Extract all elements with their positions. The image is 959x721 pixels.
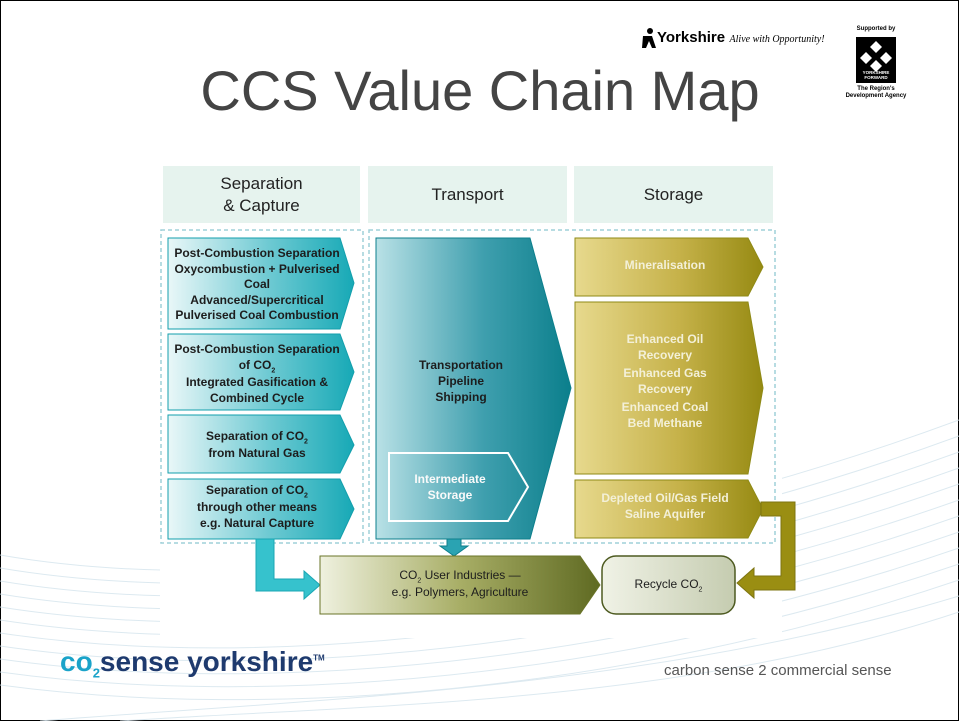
users-line-2: e.g. Polymers, Agriculture — [391, 585, 529, 600]
separation-item-1-line-4: Advanced/Supercritical — [190, 292, 324, 307]
storage-arrow-mineralisation — [574, 237, 764, 297]
separation-item-1: Post-Combustion Separation Oxycombustion… — [168, 246, 346, 324]
separation-item-4: Separation of CO2 through other means e.… — [168, 483, 346, 532]
separation-item-2: Post-Combustion Separation of CO2 Integr… — [168, 342, 346, 406]
header-transport-label: Transport — [431, 184, 504, 204]
header-storage: Storage — [574, 166, 773, 223]
transport-line-1: Transportation — [418, 358, 503, 372]
yf-subtitle: The Region's Development Agency — [845, 86, 907, 99]
yorkshire-tagline: Alive with Opportunity! — [729, 34, 825, 45]
co2-sub: 2 — [417, 577, 422, 585]
transport-arrow — [375, 237, 572, 540]
page-title: CCS Value Chain Map — [200, 59, 760, 122]
transport-line-3: Shipping — [435, 390, 487, 405]
users-arrow — [319, 555, 601, 615]
background-swoosh-lines — [0, 419, 959, 721]
footer-logo-co: co — [60, 646, 93, 677]
users-co: CO — [399, 568, 418, 582]
header-transport: Transport — [368, 166, 567, 223]
storage-arrow-depleted — [574, 479, 764, 539]
header-box-separation — [163, 166, 360, 223]
header-separation: Separation & Capture — [163, 166, 360, 223]
enhanced-line-3: Enhanced Gas — [623, 366, 707, 381]
connector-arrow-transport-down — [438, 538, 470, 557]
footer-tagline: carbon sense 2 commercial sense — [664, 662, 892, 679]
separation-item-1-line-1: Post-Combustion Separation — [174, 246, 340, 260]
enhanced-line-5: Enhanced Coal — [621, 400, 709, 415]
co2-text: Separation of CO — [206, 483, 305, 497]
transport-label: Transportation Pipeline Shipping — [386, 357, 536, 406]
yorkshire-wordmark: Yorkshire — [657, 29, 726, 46]
enhanced-line-6: Bed Methane — [627, 415, 703, 430]
depleted-line-1: Depleted Oil/Gas Field — [601, 491, 729, 505]
separation-item-4-line-3: e.g. Natural Capture — [199, 516, 315, 531]
yf-emblem — [860, 41, 892, 72]
separation-item-4-line-2: through other means — [196, 500, 317, 515]
storage-mineralisation-label: Mineralisation — [580, 258, 750, 274]
group-border-transport-storage — [368, 229, 776, 544]
separation-item-3: Separation of CO2 from Natural Gas — [168, 429, 346, 462]
separation-item-2-line-2: of CO2 — [168, 358, 346, 375]
separation-item-1-line-5: Pulverised Coal Combustion — [175, 308, 339, 323]
storage-arrow-enhanced — [574, 301, 764, 475]
intermediate-line-1: Intermediate — [414, 472, 486, 486]
co2-sub: 2 — [304, 492, 308, 500]
separation-item-3-line-2: from Natural Gas — [208, 446, 306, 461]
users-label: CO2 User Industries — e.g. Polymers, Agr… — [330, 568, 590, 601]
intermediate-storage-label: Intermediate Storage — [392, 472, 508, 503]
yf-name: YORKSHIRE FORWARD — [862, 70, 890, 80]
footer-logo-sub: 2 — [92, 665, 100, 681]
users-line-1: CO2 User Industries — — [330, 568, 590, 585]
separation-item-1-line-3: Coal — [243, 277, 270, 292]
separation-arrow-3 — [167, 414, 355, 474]
footer-logo: co2sense yorkshireTM — [60, 646, 325, 681]
co2-text: Separation of CO — [206, 429, 305, 443]
enhanced-line-2: Recovery — [637, 347, 693, 362]
footer-logo-tm: TM — [313, 653, 325, 663]
recycle-box — [601, 555, 736, 615]
header-separation-label: Separation & Capture — [220, 174, 303, 215]
separation-item-2-line-4: Combined Cycle — [209, 390, 305, 405]
co2-sub: 2 — [271, 366, 276, 374]
separation-arrow-1 — [167, 237, 355, 330]
yorkshire-logo-icon — [642, 28, 656, 48]
storage-depleted-label: Depleted Oil/Gas Field Saline Aquifer — [580, 491, 750, 522]
storage-enhanced-label: Enhanced Oil Recovery Enhanced Gas Recov… — [580, 332, 750, 432]
separation-arrow-2 — [167, 333, 355, 411]
header-storage-label: Storage — [643, 184, 704, 204]
depleted-line-2: Saline Aquifer — [624, 506, 706, 521]
co2-sub: 2 — [304, 438, 308, 446]
separation-item-1-line-2: Oxycombustion + Pulverised — [174, 261, 340, 276]
recycle-text: Recycle CO — [634, 577, 699, 591]
separation-item-4-line-1: Separation of CO2 — [168, 483, 346, 500]
enhanced-line-1: Enhanced Oil — [626, 332, 704, 346]
intermediate-line-2: Storage — [427, 487, 473, 502]
users-rest: User Industries — — [421, 568, 521, 582]
intermediate-storage-arrow — [388, 452, 530, 522]
enhanced-line-4: Recovery — [637, 381, 693, 396]
separation-item-3-line-1: Separation of CO2 — [168, 429, 346, 446]
yf-supported-by: Supported by — [856, 26, 896, 32]
header-box-storage — [574, 166, 773, 223]
mineralisation-text: Mineralisation — [624, 258, 706, 272]
separation-item-2-line-1: Post-Combustion Separation — [174, 342, 340, 356]
connector-arrow-separation-to-users — [255, 538, 321, 601]
transport-line-2: Pipeline — [437, 374, 484, 389]
co2-co: of CO — [238, 357, 272, 372]
separation-arrow-4 — [167, 478, 355, 540]
separation-item-2-line-3: Integrated Gasification & — [185, 375, 329, 390]
recycle-label: Recycle CO2 — [602, 577, 735, 594]
connector-arrow-storage-to-recycle — [736, 501, 796, 600]
footer-logo-sense: sense yorkshire — [99, 646, 314, 677]
header-box-transport — [368, 166, 567, 223]
yorkshire-brand: Yorkshire Alive with Opportunity! — [657, 29, 857, 47]
co2-sub: 2 — [698, 586, 703, 594]
